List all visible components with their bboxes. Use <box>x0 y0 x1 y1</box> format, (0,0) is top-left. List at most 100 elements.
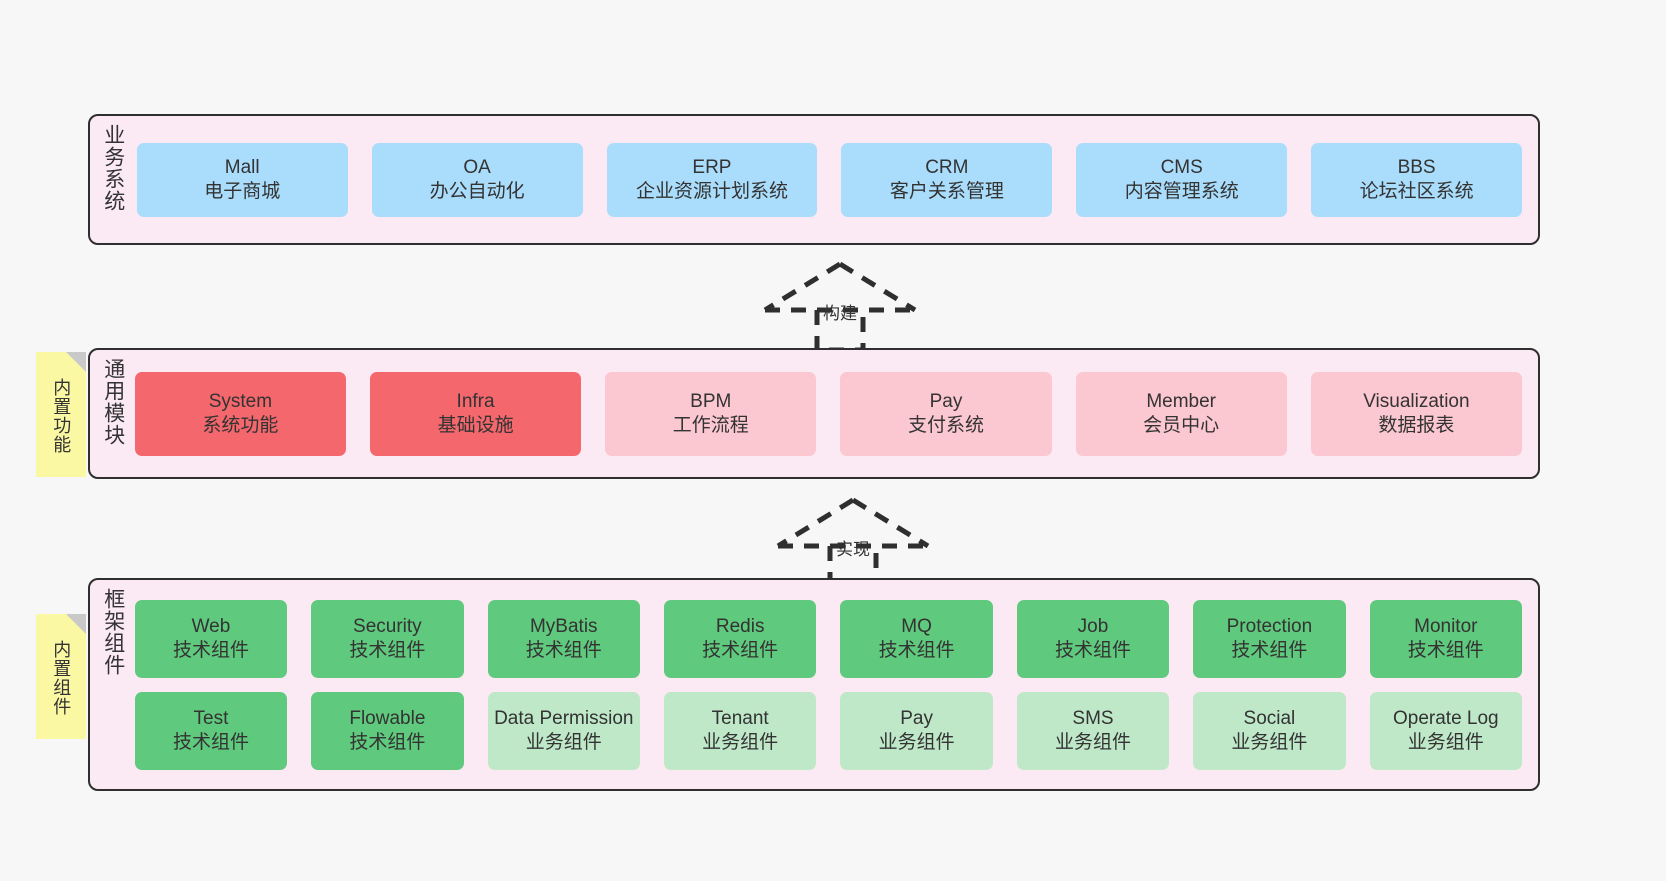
card-subtitle: 技术组件 <box>878 639 955 661</box>
layer-panel-business: 业务系统 Mall 电子商城 OA 办公自动化 ERP 企业资源计划系统 CRM… <box>88 114 1540 245</box>
card-system[interactable]: System 系统功能 <box>134 371 346 456</box>
card-subtitle: 技术组件 <box>1231 639 1308 661</box>
card-title: Visualization <box>1363 391 1470 413</box>
card-social[interactable]: Social 业务组件 <box>1193 691 1346 770</box>
card-visualization[interactable]: Visualization 数据报表 <box>1310 371 1522 456</box>
card-subtitle: 业务组件 <box>1407 731 1484 753</box>
card-subtitle: 支付系统 <box>907 414 984 436</box>
card-title: Operate Log <box>1392 708 1499 730</box>
card-data-permission[interactable]: Data Permission 业务组件 <box>487 691 640 770</box>
card-crm[interactable]: CRM 客户关系管理 <box>841 142 1053 217</box>
card-tenant[interactable]: Tenant 业务组件 <box>663 691 817 770</box>
card-subtitle: 基础设施 <box>437 414 514 436</box>
layer-panel-framework: 框架组件 Web 技术组件 Security 技术组件 MyBatis 技术组件… <box>88 578 1540 791</box>
card-title: Test <box>193 708 229 730</box>
card-subtitle: 系统功能 <box>202 414 279 436</box>
card-subtitle: 数据报表 <box>1378 414 1455 436</box>
connector-build: 构建 <box>755 258 925 356</box>
card-subtitle: 企业资源计划系统 <box>635 180 788 202</box>
card-sms[interactable]: SMS 业务组件 <box>1016 691 1170 770</box>
framework-card-row-tech: Web 技术组件 Security 技术组件 MyBatis 技术组件 Redi… <box>134 599 1523 678</box>
card-title: OA <box>463 157 491 179</box>
card-job[interactable]: Job 技术组件 <box>1016 599 1170 678</box>
sticky-fold-corner-icon <box>66 614 86 634</box>
card-title: Member <box>1146 391 1217 413</box>
module-cards-area: System 系统功能 Infra 基础设施 BPM 工作流程 Pay 支付系统… <box>131 350 1538 477</box>
card-subtitle: 技术组件 <box>172 639 249 661</box>
card-mq[interactable]: MQ 技术组件 <box>840 599 993 678</box>
card-subtitle: 论坛社区系统 <box>1359 180 1474 202</box>
card-subtitle: 业务组件 <box>878 731 955 753</box>
card-title: ERP <box>692 157 732 179</box>
card-title: Pay <box>929 391 963 413</box>
card-infra[interactable]: Infra 基础设施 <box>369 371 582 456</box>
sticky-note-label: 内置组件 <box>51 640 72 716</box>
card-title: Tenant <box>711 708 769 730</box>
card-title: Job <box>1077 616 1109 638</box>
card-mybatis[interactable]: MyBatis 技术组件 <box>487 599 640 678</box>
card-subtitle: 技术组件 <box>349 731 426 753</box>
card-title: CMS <box>1160 157 1203 179</box>
business-cards-area: Mall 电子商城 OA 办公自动化 ERP 企业资源计划系统 CRM 客户关系… <box>131 116 1538 243</box>
card-title: Data Permission <box>494 708 634 730</box>
card-erp[interactable]: ERP 企业资源计划系统 <box>606 142 818 217</box>
card-subtitle: 技术组件 <box>349 639 426 661</box>
card-title: BBS <box>1397 157 1436 179</box>
layer-title-modules: 通用模块 <box>101 358 125 446</box>
card-title: System <box>208 391 273 413</box>
card-protection[interactable]: Protection 技术组件 <box>1193 599 1346 678</box>
card-bbs[interactable]: BBS 论坛社区系统 <box>1311 142 1523 217</box>
card-subtitle: 技术组件 <box>172 731 249 753</box>
card-pay-module[interactable]: Pay 支付系统 <box>840 371 1052 456</box>
card-subtitle: 技术组件 <box>525 639 602 661</box>
sticky-note-label: 内置功能 <box>51 378 72 454</box>
sticky-note-builtin-components: 内置组件 <box>36 614 86 739</box>
layer-title-framework: 框架组件 <box>101 588 125 676</box>
card-web[interactable]: Web 技术组件 <box>134 599 288 678</box>
card-subtitle: 技术组件 <box>1407 639 1484 661</box>
connector-build-label: 构建 <box>823 304 857 323</box>
card-subtitle: 内容管理系统 <box>1124 180 1239 202</box>
card-pay-component[interactable]: Pay 业务组件 <box>840 691 993 770</box>
card-title: Security <box>353 616 422 638</box>
card-title: Web <box>191 616 231 638</box>
card-subtitle: 会员中心 <box>1143 414 1220 436</box>
business-card-row: Mall 电子商城 OA 办公自动化 ERP 企业资源计划系统 CRM 客户关系… <box>136 142 1523 217</box>
card-title: Protection <box>1226 616 1313 638</box>
card-subtitle: 业务组件 <box>1054 731 1131 753</box>
card-subtitle: 技术组件 <box>702 639 779 661</box>
card-title: BPM <box>690 391 732 413</box>
card-security[interactable]: Security 技术组件 <box>311 599 464 678</box>
layer-title-business: 业务系统 <box>101 124 125 212</box>
card-title: Monitor <box>1414 616 1478 638</box>
card-monitor[interactable]: Monitor 技术组件 <box>1369 599 1523 678</box>
card-member[interactable]: Member 会员中心 <box>1075 371 1287 456</box>
card-title: MyBatis <box>529 616 598 638</box>
card-flowable[interactable]: Flowable 技术组件 <box>311 691 464 770</box>
card-title: Infra <box>456 391 495 413</box>
card-redis[interactable]: Redis 技术组件 <box>663 599 817 678</box>
card-mall[interactable]: Mall 电子商城 <box>136 142 348 217</box>
card-operate-log[interactable]: Operate Log 业务组件 <box>1369 691 1523 770</box>
sticky-fold-corner-icon <box>66 352 86 372</box>
layer-panel-modules: 通用模块 System 系统功能 Infra 基础设施 BPM 工作流程 Pay… <box>88 348 1540 479</box>
card-subtitle: 技术组件 <box>1054 639 1131 661</box>
card-subtitle: 业务组件 <box>1231 731 1308 753</box>
card-title: Flowable <box>349 708 426 730</box>
card-test[interactable]: Test 技术组件 <box>134 691 288 770</box>
card-title: CRM <box>925 157 969 179</box>
card-title: Pay <box>900 708 933 730</box>
card-subtitle: 业务组件 <box>702 731 779 753</box>
card-title: Redis <box>715 616 765 638</box>
card-subtitle: 电子商城 <box>204 180 281 202</box>
connector-implement-label: 实现 <box>836 540 870 559</box>
card-oa[interactable]: OA 办公自动化 <box>371 142 583 217</box>
framework-card-row-business: Test 技术组件 Flowable 技术组件 Data Permission … <box>134 691 1523 770</box>
card-bpm[interactable]: BPM 工作流程 <box>605 371 817 456</box>
card-title: MQ <box>901 616 932 638</box>
card-cms[interactable]: CMS 内容管理系统 <box>1076 142 1288 217</box>
module-card-row: System 系统功能 Infra 基础设施 BPM 工作流程 Pay 支付系统… <box>134 371 1522 456</box>
card-title: Social <box>1243 708 1296 730</box>
card-subtitle: 业务组件 <box>525 731 602 753</box>
card-title: Mall <box>224 157 260 179</box>
